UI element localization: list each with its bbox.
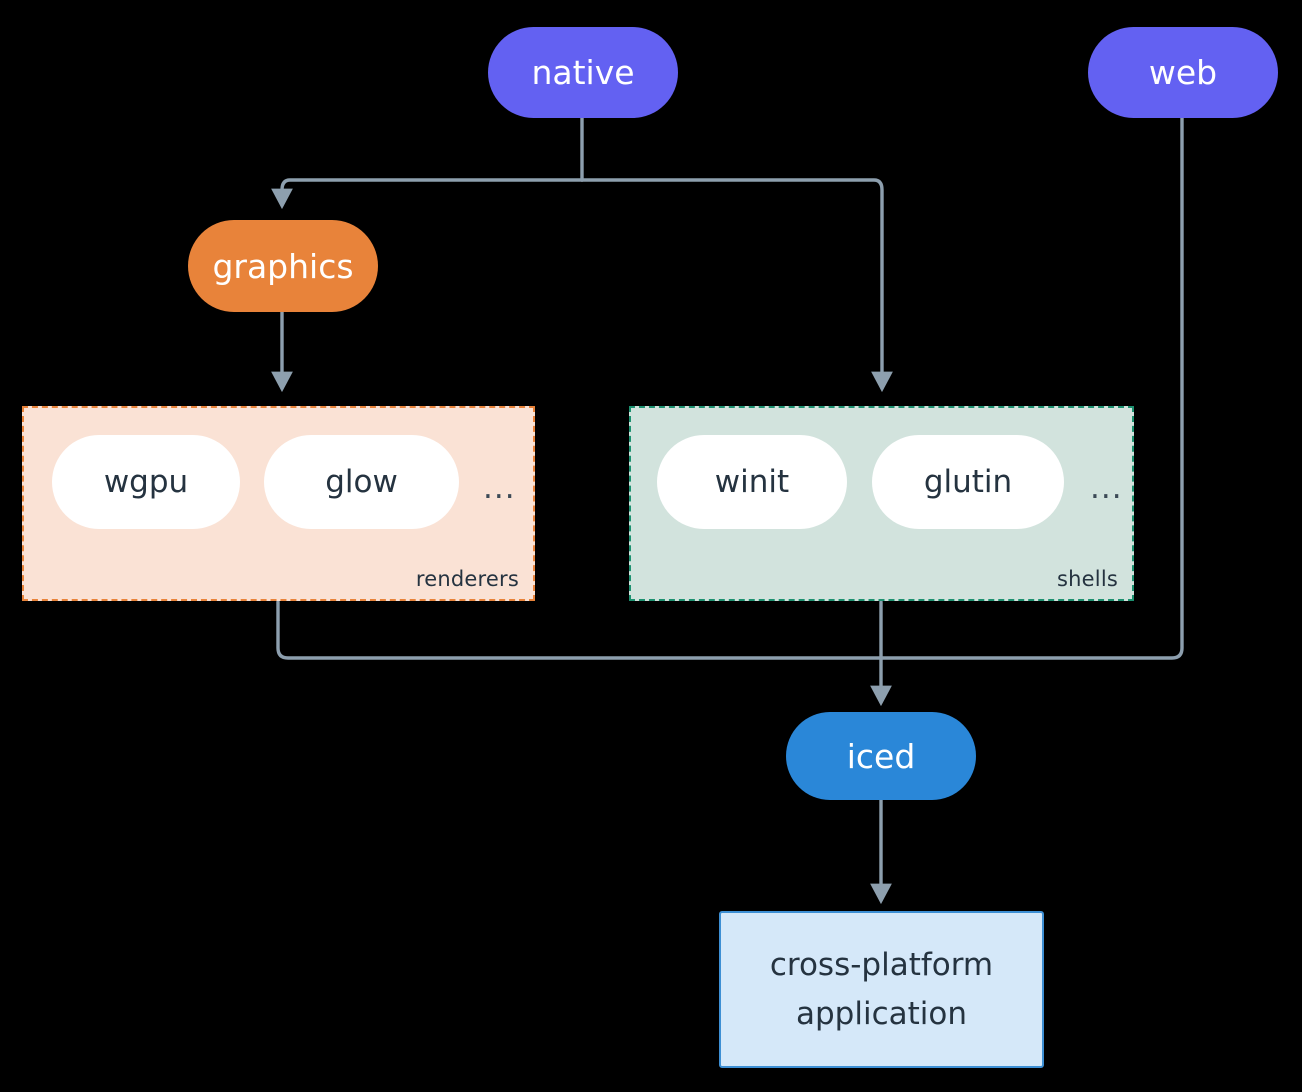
leaf-glow-label: glow — [325, 464, 398, 500]
node-web-label: web — [1148, 53, 1218, 92]
renderers-overflow-ellipsis: ... — [483, 470, 516, 506]
edge-native-graphics — [271, 178, 584, 210]
leaf-glutin-label: glutin — [923, 464, 1013, 500]
cluster-renderers: wgpu glow ... renderers — [22, 406, 535, 601]
cluster-shells: winit glutin ... shells — [629, 406, 1134, 601]
edge-renderers-iced — [276, 600, 883, 660]
node-application-label-line2: application — [796, 995, 967, 1032]
node-native-label: native — [531, 53, 635, 92]
leaf-glutin[interactable]: glutin — [872, 435, 1064, 529]
node-iced-label: iced — [846, 736, 916, 776]
cluster-shells-label: shells — [1057, 567, 1118, 591]
node-graphics[interactable]: graphics — [188, 220, 378, 312]
shells-overflow-ellipsis: ... — [1090, 470, 1123, 506]
edge-web-iced — [879, 116, 1184, 660]
leaf-winit[interactable]: winit — [657, 435, 847, 529]
leaf-glow[interactable]: glow — [264, 435, 459, 529]
node-web[interactable]: web — [1088, 27, 1278, 118]
node-application-label-line1: cross-platform — [769, 947, 994, 984]
node-native[interactable]: native — [488, 27, 678, 118]
cluster-renderers-label: renderers — [415, 567, 519, 591]
edge-native-shells — [580, 178, 893, 393]
node-application[interactable]: cross-platform application — [719, 911, 1044, 1068]
leaf-wgpu-label: wgpu — [103, 464, 189, 500]
node-graphics-label: graphics — [212, 246, 354, 286]
node-iced[interactable]: iced — [786, 712, 976, 800]
leaf-wgpu[interactable]: wgpu — [52, 435, 240, 529]
leaf-winit-label: winit — [714, 464, 790, 500]
